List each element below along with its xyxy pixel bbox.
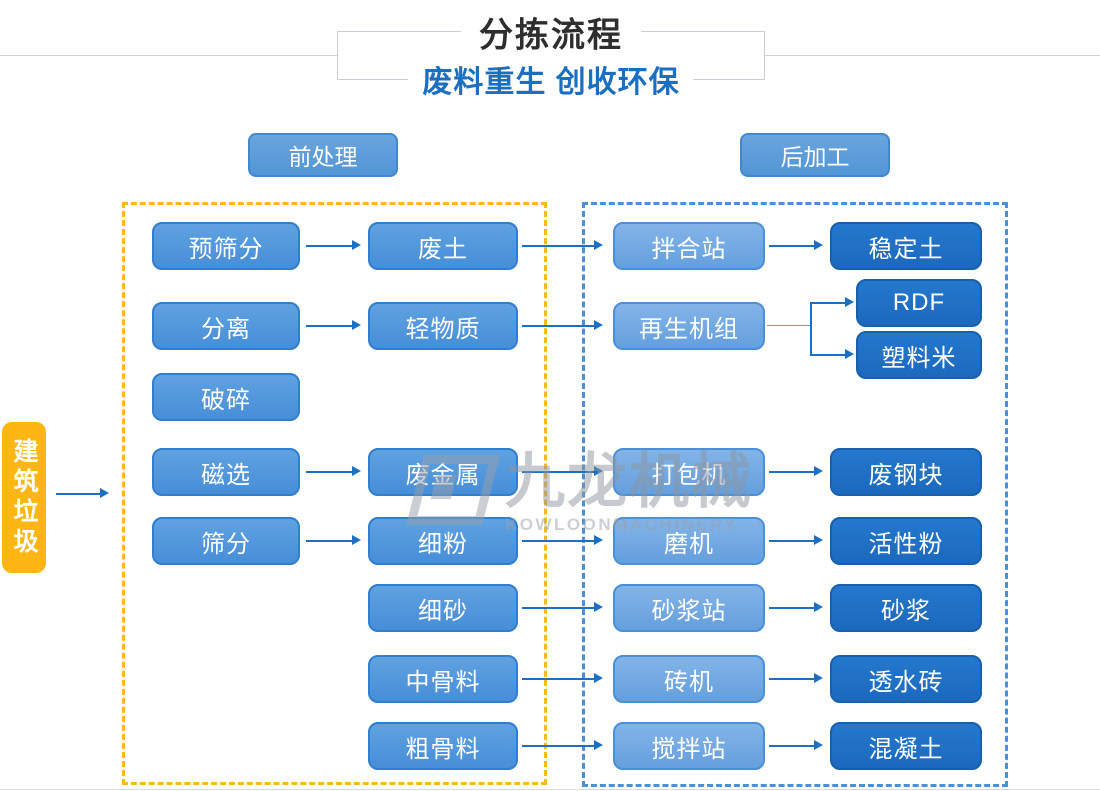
- node-fine-powder: 细粉: [368, 517, 518, 565]
- arrow-source-to-pretreatment: [56, 488, 109, 498]
- node-pre-screening: 预筛分: [152, 222, 300, 270]
- arrow-screening-to-finepowder: [306, 535, 361, 545]
- node-waste-soil: 废土: [368, 222, 518, 270]
- postprocessing-group-frame: [582, 202, 1008, 787]
- section-label-pretreatment: 前处理: [248, 133, 398, 177]
- node-scrap-steel-block: 废钢块: [830, 448, 982, 496]
- node-recycling-unit: 再生机组: [613, 302, 765, 350]
- pretreatment-group-frame: [122, 202, 547, 785]
- arrow-mixingstation-to-concrete: [769, 740, 823, 750]
- arrow-mortarstation-to-mortar: [769, 602, 823, 612]
- branch-stub-recyclingunit: [767, 325, 811, 326]
- node-mill: 磨机: [613, 517, 765, 565]
- section-label-postprocessing: 后加工: [740, 133, 890, 177]
- node-construction-waste: 建筑垃圾: [2, 422, 46, 573]
- page-subtitle: 废料重生 创收环保: [408, 57, 694, 101]
- arrow-mixingplant-to-stabilizedsoil: [769, 240, 823, 250]
- node-permeable-brick: 透水砖: [830, 655, 982, 703]
- arrow-recyclingunit-to-rdf: [811, 297, 854, 307]
- arrow-recyclingunit-to-plasticpellets: [811, 349, 854, 359]
- node-crushing: 破碎: [152, 373, 300, 421]
- arrow-mediumaggregate-to-brickmachine: [522, 673, 603, 683]
- node-light-material: 轻物质: [368, 302, 518, 350]
- node-brick-machine: 砖机: [613, 655, 765, 703]
- node-mortar-station: 砂浆站: [613, 584, 765, 632]
- node-rdf: RDF: [856, 279, 982, 327]
- node-scrap-metal: 废金属: [368, 448, 518, 496]
- node-plastic-pellets: 塑料米: [856, 331, 982, 379]
- node-mortar: 砂浆: [830, 584, 982, 632]
- arrow-brickmachine-to-permeablebrick: [769, 673, 823, 683]
- title-box: 分拣流程 废料重生 创收环保: [337, 7, 765, 101]
- node-active-powder: 活性粉: [830, 517, 982, 565]
- node-screening: 筛分: [152, 517, 300, 565]
- arrow-finepowder-to-mill: [522, 535, 603, 545]
- arrow-finesand-to-mortarstation: [522, 602, 603, 612]
- arrow-separation-to-lightmaterial: [306, 320, 361, 330]
- arrow-coarseaggregate-to-mixingstation: [522, 740, 603, 750]
- page-title: 分拣流程: [461, 7, 641, 57]
- branch-vertical-line: [810, 302, 812, 356]
- node-mixing-plant: 拌合站: [613, 222, 765, 270]
- node-medium-aggregate: 中骨料: [368, 655, 518, 703]
- node-magnetic-separation: 磁选: [152, 448, 300, 496]
- node-stabilized-soil: 稳定土: [830, 222, 982, 270]
- node-fine-sand: 细砂: [368, 584, 518, 632]
- arrow-lightmaterial-to-recyclingunit: [522, 320, 603, 330]
- arrow-mill-to-activepowder: [769, 535, 823, 545]
- node-coarse-aggregate: 粗骨料: [368, 722, 518, 770]
- arrow-wastesoil-to-mixingplant: [522, 240, 603, 250]
- arrow-scrapmetal-to-baler: [522, 466, 603, 476]
- node-baler: 打包机: [613, 448, 765, 496]
- node-concrete: 混凝土: [830, 722, 982, 770]
- node-concrete-mixing-station: 搅拌站: [613, 722, 765, 770]
- arrow-magnetic-to-scrapmetal: [306, 466, 361, 476]
- arrow-baler-to-scrapsteel: [769, 466, 823, 476]
- node-separation: 分离: [152, 302, 300, 350]
- arrow-prescreening-to-wastesoil: [306, 240, 361, 250]
- footer-divider-line: [0, 789, 1100, 790]
